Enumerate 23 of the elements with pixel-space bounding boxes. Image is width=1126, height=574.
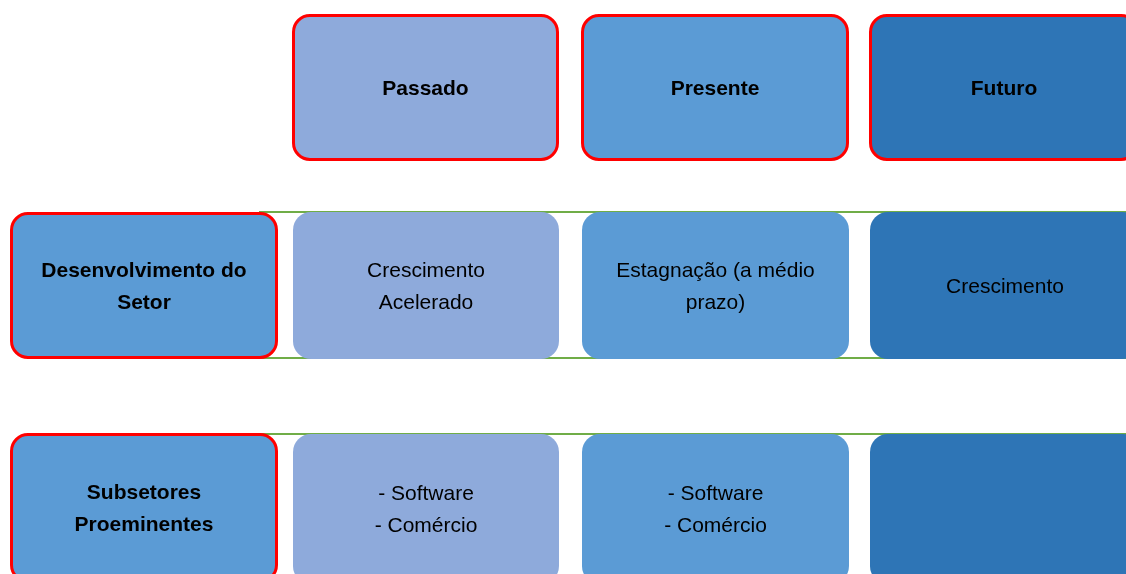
cell-text: Crescimento Acelerado	[366, 256, 486, 315]
header-label: Futuro	[970, 74, 1038, 101]
list-item: - Comércio	[374, 512, 478, 538]
list-item: - Comércio	[664, 512, 767, 538]
cell-text: Crescimento	[946, 272, 1064, 299]
cell-box	[293, 212, 559, 359]
column-header-box	[869, 14, 1126, 161]
header-label: Subsetores Proeminentes	[73, 479, 215, 537]
cell-box	[870, 212, 1126, 359]
cell-text: Estagnação (a médio prazo)	[615, 256, 816, 315]
cell-box	[582, 434, 849, 574]
empty-box	[870, 434, 1126, 574]
cell-box	[582, 212, 849, 359]
row-header-box	[10, 212, 278, 359]
header-label: Passado	[382, 74, 469, 101]
row-header-box	[10, 433, 278, 574]
list-item: - Software	[378, 480, 474, 506]
header-label: Presente	[670, 74, 760, 101]
cell-box	[293, 434, 559, 574]
header-label: Desenvolvimento do Setor	[40, 256, 248, 315]
list-item: - Software	[667, 480, 764, 506]
column-header-box	[292, 14, 559, 161]
column-header-box	[581, 14, 849, 161]
